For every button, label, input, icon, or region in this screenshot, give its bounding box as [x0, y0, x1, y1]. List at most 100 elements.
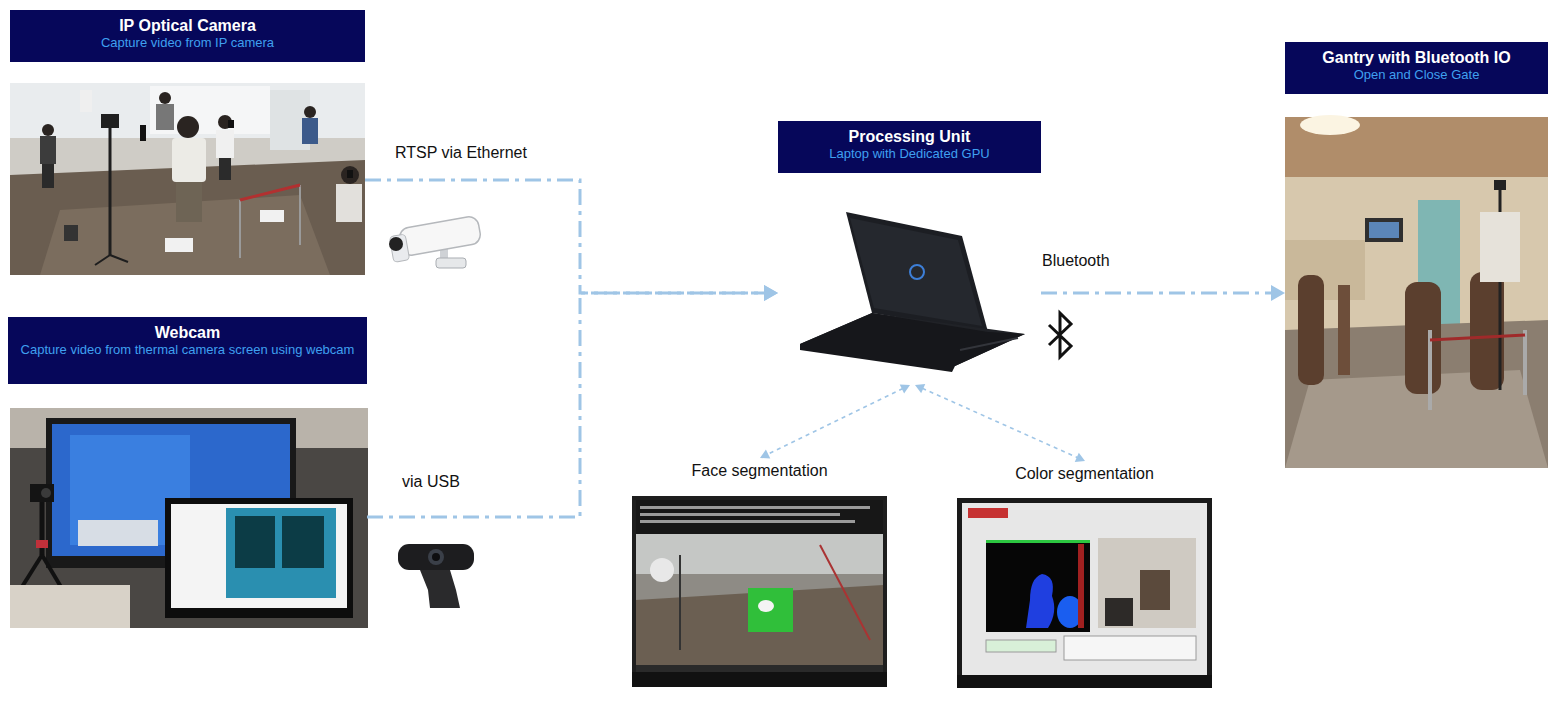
screenshot-panel: Color segmentation [957, 461, 1212, 688]
gantry-photo-part [1365, 218, 1403, 242]
color-segmentation-screenshot-part [1064, 636, 1196, 660]
camera-scene-photo-part [336, 184, 362, 222]
panel-subtitle: Laptop with Dedicated GPU [788, 146, 1031, 162]
face-segmentation-screenshot-part [748, 588, 793, 632]
webcam-icon-part [420, 570, 460, 608]
camera-scene-photo-part [95, 255, 110, 265]
connector-label: RTSP via Ethernet [395, 143, 527, 162]
face-segmentation-screenshot-part [640, 520, 855, 523]
webcam-scene-photo-part [36, 540, 48, 548]
laptop-icon-part [800, 313, 1025, 372]
camera-scene-photo-part [176, 182, 202, 222]
gantry-photo-part [1298, 275, 1324, 385]
camera-scene-photo-part [140, 125, 146, 141]
gantry-photo-part [1300, 115, 1360, 135]
webcam-scene-photo-part [165, 498, 353, 618]
webcam-scene-photo-part [282, 516, 324, 568]
camera-scene-photo-part [42, 164, 54, 188]
gantry-photo-part [1285, 117, 1548, 468]
arrow-head [1075, 453, 1085, 462]
connector-label: Bluetooth [1042, 251, 1110, 270]
bluetooth-symbol-part [1049, 313, 1071, 357]
gantry-photo-part [1523, 330, 1527, 395]
gantry-photo-part [1430, 335, 1525, 340]
color-segmentation-screenshot-part [1026, 574, 1054, 628]
gantry-photo-part [1428, 330, 1432, 410]
title-banner: IP Optical CameraCapture video from IP c… [10, 10, 365, 62]
color-segmentation-screenshot-part [986, 540, 1090, 543]
arrow-head [900, 384, 910, 393]
camera-panel: IP Optical CameraCapture video from IP c… [10, 10, 365, 275]
color-segmentation-screenshot-part [1105, 598, 1133, 626]
bluetooth-symbol [1049, 313, 1071, 357]
ip-camera-icon-part [398, 215, 482, 256]
camera-scene-photo-part [156, 104, 174, 130]
camera-scene-photo-part [304, 106, 316, 118]
webcam-scene-photo-part [226, 508, 336, 598]
camera-scene-photo-part [260, 210, 284, 222]
ip-camera-icon [389, 215, 482, 268]
face-segmentation-screenshot-part [636, 500, 883, 672]
screenshot-panel: Face segmentation [632, 458, 887, 688]
camera-scene-photo-part [228, 120, 234, 128]
camera-scene-photo-part [10, 83, 365, 275]
color-segmentation-screenshot [957, 498, 1212, 688]
camera-scene-photo-part [109, 120, 112, 255]
gantry-photo-part [1494, 180, 1506, 190]
arrow-head [1271, 285, 1285, 301]
arrow-head [764, 285, 778, 301]
gantry-panel: Gantry with Bluetooth IOOpen and Close G… [1285, 42, 1548, 468]
face-segmentation-screenshot-part [758, 600, 774, 612]
gantry-photo-part [1285, 240, 1365, 300]
webcam-scene-photo-part [20, 555, 42, 590]
camera-scene-photo-part [347, 170, 353, 178]
camera-scene-photo-part [299, 185, 301, 245]
camera-scene-photo-part [165, 238, 193, 252]
camera-scene-photo-part [240, 185, 300, 200]
webcam-icon-part [432, 553, 440, 561]
camera-scene-photo-part [101, 114, 119, 128]
webcam-scene-photo [10, 408, 368, 628]
webcam-scene-photo-part [78, 520, 158, 546]
face-segmentation-screenshot [632, 496, 887, 687]
panel-title: Gantry with Bluetooth IO [1295, 48, 1538, 67]
face-segmentation-screenshot-part [640, 513, 840, 516]
camera-scene-photo-part [172, 138, 206, 182]
color-segmentation-screenshot-part [1140, 570, 1170, 610]
ip-camera-icon-part [436, 258, 466, 268]
color-segmentation-screenshot-part [1078, 544, 1084, 628]
webcam-icon-part [398, 544, 474, 570]
title-banner: WebcamCapture video from thermal camera … [8, 317, 367, 384]
camera-scene-photo-part [80, 90, 92, 112]
panel-subtitle: Open and Close Gate [1295, 67, 1538, 83]
connector-label: via USB [402, 472, 460, 491]
laptop-icon-part [846, 212, 988, 332]
webcam-scene-photo-part [235, 516, 275, 568]
face-segmentation-screenshot-part [632, 672, 887, 687]
arrow-head [915, 384, 925, 393]
processing-panel: Processing UnitLaptop with Dedicated GPU [778, 121, 1041, 385]
webcam-panel: WebcamCapture video from thermal camera … [8, 317, 367, 628]
ip-camera-icon-part [389, 237, 403, 251]
laptop-icon-part [910, 265, 924, 279]
camera-scene-photo-part [110, 255, 128, 262]
face-segmentation-screenshot-part [650, 558, 674, 582]
face-segmentation-screenshot-part [632, 496, 887, 687]
connector [767, 389, 903, 455]
webcam-scene-photo-part [10, 408, 368, 628]
laptop-icon [800, 212, 1025, 372]
connector [367, 293, 765, 517]
panel-title: Processing Unit [788, 127, 1031, 146]
camera-scene-photo-part [177, 116, 199, 138]
camera-scene-photo-part [341, 166, 359, 184]
webcam-scene-photo-part [10, 585, 130, 628]
camera-scene-photo-part [64, 225, 78, 241]
webcam-scene-photo-part [171, 504, 347, 608]
camera-scene-photo-part [302, 118, 318, 144]
color-segmentation-screenshot-part [986, 640, 1056, 652]
color-segmentation-screenshot-part [962, 503, 1207, 675]
arrow-head [764, 285, 778, 301]
webcam-icon [398, 544, 474, 608]
gantry-photo-part [1405, 282, 1441, 394]
